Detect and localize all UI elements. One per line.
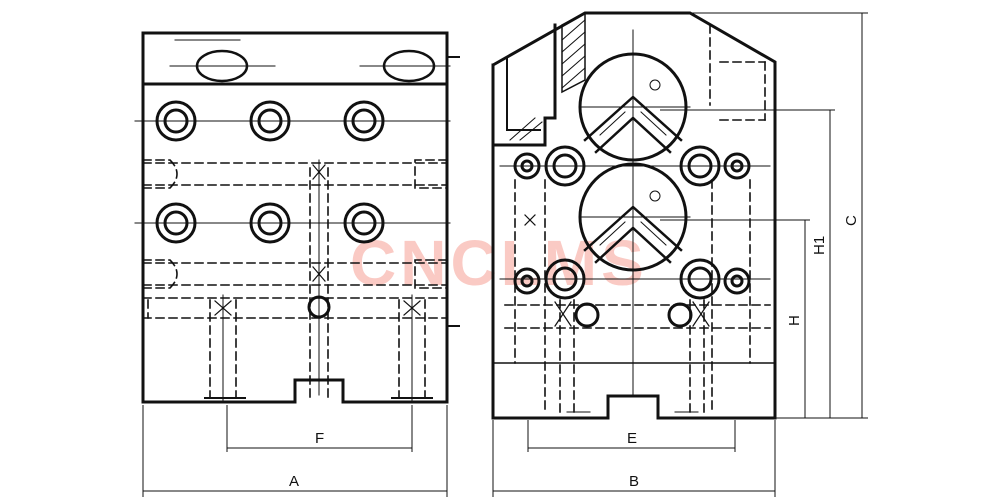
watermark: CNCLMS	[350, 227, 648, 299]
watermark-text: CNCLMS	[350, 227, 648, 299]
dimension-label-f: F	[315, 430, 324, 447]
dimension-label-h: H	[786, 315, 803, 326]
dimension-label-c: C	[843, 215, 860, 226]
dimension-label-b: B	[629, 473, 639, 490]
front-dimensions	[142, 405, 448, 497]
side-view	[491, 11, 777, 420]
dimension-label-a: A	[289, 473, 299, 490]
side-dimensions	[492, 12, 868, 497]
front-view	[134, 31, 460, 404]
dimension-label-e: E	[627, 430, 637, 447]
dimension-label-h1: H1	[811, 236, 828, 255]
